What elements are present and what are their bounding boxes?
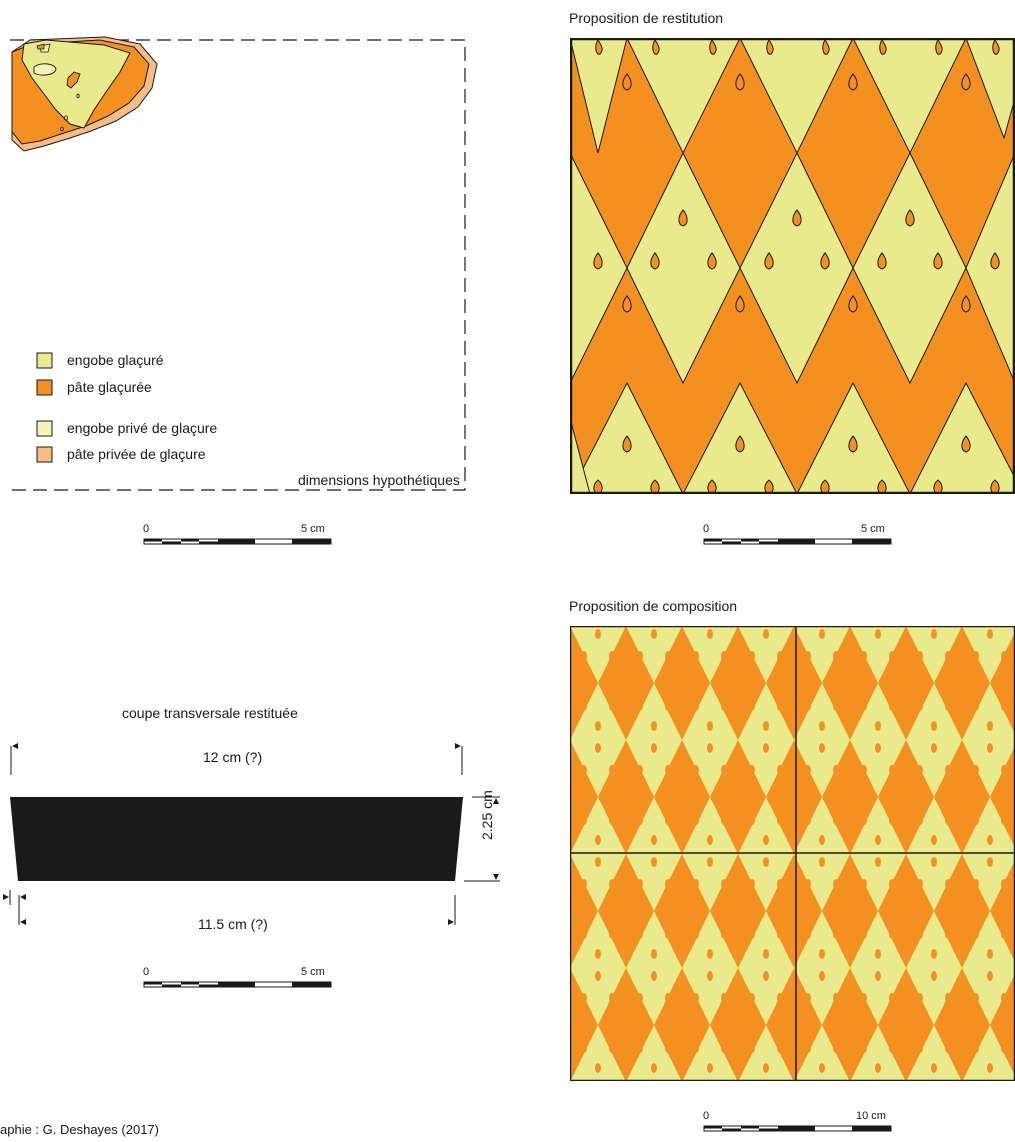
legend-label-pate-glacuree: pâte glaçurée: [67, 379, 152, 395]
scale-label-ten: 10 cm: [856, 1110, 886, 1122]
scale-bar: [703, 1125, 892, 1132]
scale-bar: [143, 981, 332, 988]
fragment-dot: [60, 126, 64, 132]
section-drawing: [3, 743, 500, 925]
legend-label-engobe-prive: engobe privé de glaçure: [67, 420, 218, 436]
fragment-orange-patch: [66, 71, 81, 89]
scale-label-five: 5 cm: [301, 523, 325, 535]
scale-label-zero: 0: [703, 523, 710, 535]
dimensions-note: dimensions hypothétiques: [298, 472, 460, 488]
legend-swatch-pate-glacuree: [36, 379, 53, 396]
fragment-dot: [64, 115, 69, 121]
restitution-title: Proposition de restitution: [569, 10, 724, 26]
legend-swatch-pate-privee: [36, 446, 53, 463]
composition-drawing: [570, 626, 1015, 1081]
legend-swatch-engobe-glacure: [36, 352, 53, 369]
legend-swatch-engobe-prive: [36, 420, 53, 437]
scale-bar: [703, 538, 892, 545]
fragment-drawing: [10, 36, 466, 491]
scale-label-zero: 0: [143, 523, 150, 535]
hypothetical-tile-outline: [10, 39, 466, 491]
composition-title: Proposition de composition: [569, 598, 738, 614]
scale-label-zero: 0: [703, 1110, 710, 1122]
fragment-orange-patch: [36, 43, 45, 50]
section-top-width: 12 cm (?): [203, 749, 263, 765]
fragment-engobe-prive-spot: [33, 63, 57, 76]
legend-label-pate-privee: pâte privée de glaçure: [67, 446, 206, 462]
restitution-drawing: [570, 38, 1015, 494]
scale-label-five: 5 cm: [861, 523, 885, 535]
scale-label-zero: 0: [143, 966, 150, 978]
scale-label-five: 5 cm: [301, 966, 325, 978]
fragment-engobe-glacure: [21, 39, 131, 129]
section-title: coupe transversale restituée: [122, 705, 298, 721]
legend-label-engobe-glacure: engobe glaçuré: [67, 352, 164, 368]
credit-line: aphie : G. Deshayes (2017): [0, 1122, 159, 1137]
section-bottom-width: 11.5 cm (?): [198, 916, 268, 932]
fragment-dot: [76, 93, 80, 99]
scale-bar: [143, 538, 332, 545]
section-shape: [10, 797, 463, 881]
